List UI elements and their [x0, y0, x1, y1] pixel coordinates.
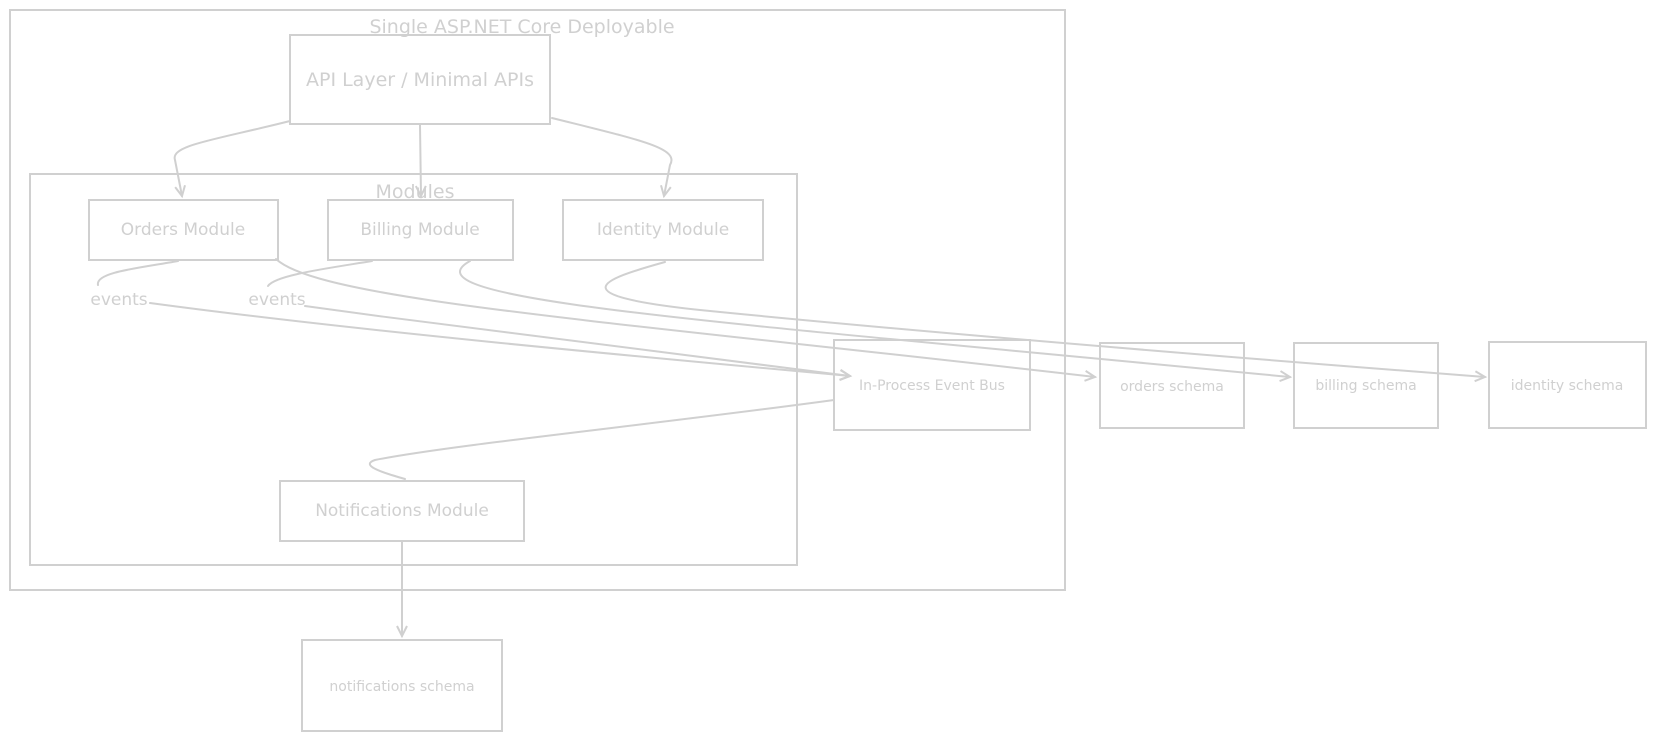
node-billing-module-label: Billing Module	[360, 220, 479, 240]
edge-api-to-identity	[551, 117, 673, 199]
node-billing-module[interactable]: Billing Module	[327, 199, 514, 261]
node-notifications-schema-label: notifications schema	[329, 679, 474, 695]
node-orders-schema[interactable]: orders schema	[1099, 342, 1245, 429]
node-orders-schema-label: orders schema	[1120, 379, 1224, 395]
node-orders-module[interactable]: Orders Module	[88, 199, 279, 261]
edge-orders-to-orders-schema	[275, 258, 1098, 382]
node-billing-schema-label: billing schema	[1315, 378, 1416, 394]
node-identity-module[interactable]: Identity Module	[562, 199, 764, 261]
edge-bus-to-notifications	[368, 399, 835, 480]
edge-orders-events-to-bus	[149, 302, 853, 382]
node-identity-module-label: Identity Module	[597, 220, 729, 240]
node-notifications-module[interactable]: Notifications Module	[279, 480, 525, 542]
edge-label-orders-events: events	[90, 290, 147, 310]
node-event-bus-label: In-Process Event Bus	[859, 378, 1005, 394]
node-event-bus[interactable]: In-Process Event Bus	[833, 339, 1031, 431]
node-identity-schema-label: identity schema	[1511, 378, 1624, 394]
edge-orders-to-events-label	[97, 260, 179, 286]
edge-billing-to-events-label	[267, 260, 373, 287]
node-orders-module-label: Orders Module	[121, 220, 245, 240]
edge-billing-events-to-bus	[304, 305, 853, 381]
node-notifications-module-label: Notifications Module	[315, 501, 489, 521]
node-api-layer-label: API Layer / Minimal APIs	[306, 69, 534, 91]
group-deployable: Single ASP.NET Core Deployable	[9, 9, 1066, 591]
node-api-layer[interactable]: API Layer / Minimal APIs	[289, 34, 551, 125]
edge-api-to-orders	[173, 120, 291, 199]
node-identity-schema[interactable]: identity schema	[1488, 341, 1647, 429]
edge-api-to-billing	[414, 124, 427, 199]
edge-identity-to-identity-schema	[604, 261, 1488, 383]
node-notifications-schema[interactable]: notifications schema	[301, 639, 503, 732]
edge-billing-to-billing-schema	[459, 260, 1293, 382]
node-billing-schema[interactable]: billing schema	[1293, 342, 1439, 429]
group-deployable-label: Single ASP.NET Core Deployable	[369, 16, 674, 38]
edge-label-billing-events: events	[248, 290, 305, 310]
